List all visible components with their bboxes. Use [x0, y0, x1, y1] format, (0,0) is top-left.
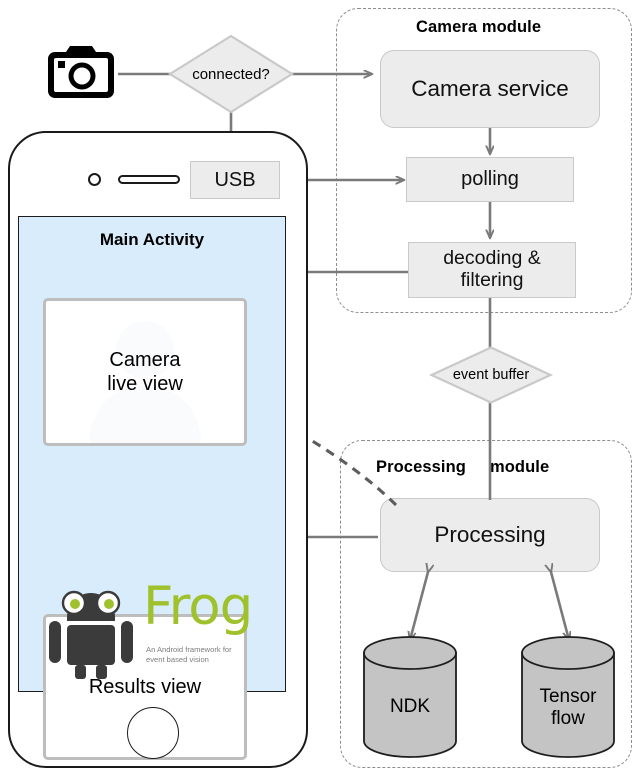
- frog-tagline-line1: An Android framework for: [146, 645, 232, 654]
- processing-module-container: [340, 440, 632, 768]
- node-decoding-filtering-line1: decoding &: [443, 247, 541, 270]
- frog-tagline-line2: event based vision: [146, 655, 209, 665]
- node-processing-label: Processing: [434, 522, 546, 548]
- event-buffer-decision: event buffer: [428, 346, 554, 404]
- frog-logo: Frog An Android framework for event base…: [49, 580, 285, 683]
- node-usb-port[interactable]: USB: [190, 161, 280, 199]
- results-view-label: Results view: [89, 675, 201, 699]
- phone-front-camera-dot: [88, 173, 101, 186]
- datastore-tensorflow-line1: Tensor: [539, 686, 597, 708]
- node-polling[interactable]: polling: [406, 157, 574, 202]
- frog-mascot-icon: [49, 590, 133, 679]
- datastore-ndk-line1: NDK: [389, 696, 431, 718]
- event-buffer-label: event buffer: [452, 367, 530, 383]
- processing-module-title-part1: Processing: [374, 458, 468, 477]
- datastore-tensorflow-line2: flow: [551, 708, 585, 729]
- connected-decision-label: connected?: [192, 65, 270, 83]
- camera-live-view-label: Camera live view: [107, 348, 183, 396]
- datastore-ndk[interactable]: NDK: [362, 636, 458, 758]
- camera-icon: [44, 40, 118, 106]
- node-decoding-filtering-line2: filtering: [460, 269, 524, 291]
- node-camera-service-label: Camera service: [411, 76, 569, 102]
- camera-live-view[interactable]: Camera live view: [43, 298, 247, 446]
- person-silhouette-icon: [89, 321, 201, 443]
- results-view-line1: Results view: [88, 676, 202, 698]
- frog-tagline: An Android framework for event based vis…: [146, 645, 232, 665]
- datastore-tensorflow[interactable]: Tensor flow: [520, 636, 616, 758]
- node-camera-service[interactable]: Camera service: [380, 50, 600, 128]
- frog-wordmark: Frog: [143, 576, 253, 637]
- phone-home-button[interactable]: [127, 707, 179, 759]
- node-decoding-filtering[interactable]: decoding & filtering: [408, 242, 576, 298]
- processing-module-title: Processing module: [374, 458, 552, 477]
- connected-decision: connected?: [167, 34, 295, 114]
- main-activity-title: Main Activity: [99, 230, 205, 249]
- node-usb-port-label: USB: [214, 168, 256, 191]
- processing-module-title-part2: module: [487, 458, 552, 477]
- camera-module-title: Camera module: [414, 18, 544, 37]
- node-processing[interactable]: Processing: [380, 498, 600, 572]
- phone-screen: Main Activity Camera live view Results v…: [18, 216, 286, 760]
- node-polling-label: polling: [461, 168, 519, 191]
- camera-module-container: [336, 8, 632, 313]
- camera-live-view-line2: live view: [107, 373, 183, 395]
- phone-speaker-slot: [118, 175, 180, 184]
- camera-live-view-line1: Camera: [109, 349, 181, 371]
